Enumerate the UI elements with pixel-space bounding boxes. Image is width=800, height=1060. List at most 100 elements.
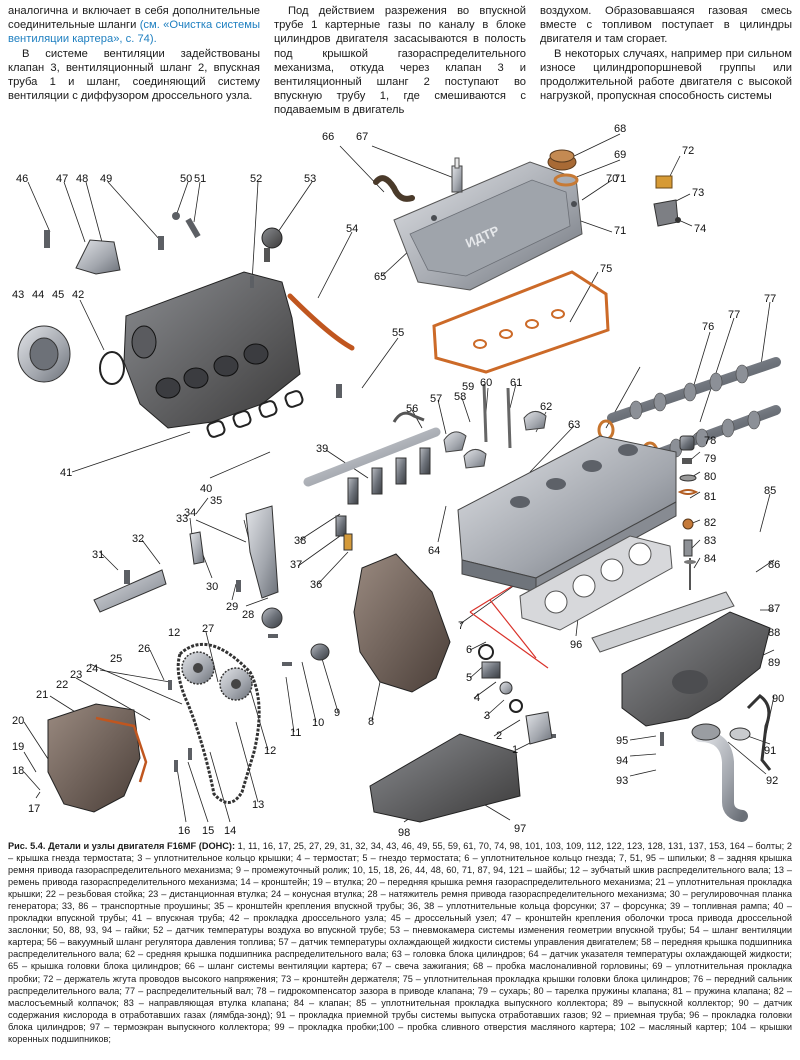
- label-84: 84: [704, 553, 716, 565]
- label-49: 49: [100, 173, 112, 185]
- camshaft-upper: [607, 357, 781, 423]
- label-17: 17: [28, 803, 40, 815]
- head-gasket: [519, 535, 673, 631]
- label-87: 87: [768, 603, 780, 615]
- intake-bracket: [245, 505, 279, 599]
- paragraph: Под действием разрежения во впускной тру…: [274, 5, 526, 117]
- label-28: 28: [242, 609, 254, 621]
- label-75: 75: [600, 263, 612, 275]
- label-83: 83: [704, 535, 716, 547]
- fuel-injectors: [335, 447, 431, 551]
- intake-manifold: [123, 271, 301, 429]
- label-73: 73: [692, 187, 704, 199]
- throttle-gasket: [99, 351, 125, 385]
- label-98: 98: [398, 827, 410, 838]
- label-61: 61: [510, 377, 522, 389]
- label-35: 35: [210, 495, 222, 507]
- valve-cover-gasket: [432, 270, 610, 374]
- small-bolts: [44, 212, 664, 772]
- label-50: 50: [180, 173, 192, 185]
- paragraph: В некоторых случаях, например при сильно…: [540, 47, 792, 103]
- label-63: 63: [568, 419, 580, 431]
- cap-seal: [553, 173, 579, 187]
- intake-gaskets: [206, 390, 304, 438]
- part-labels: 1 2 3 4 5 6 7 8 9 10 11 12 12 13 14 15 1…: [12, 123, 784, 838]
- label-88: 88: [768, 627, 780, 639]
- camshaft-pulleys: [181, 651, 253, 701]
- article-text-columns: аналогична и включает в себя дополнитель…: [8, 4, 792, 124]
- label-33: 33: [176, 513, 188, 525]
- label-37: 37: [290, 559, 302, 571]
- label-1: 1: [512, 744, 518, 756]
- label-18: 18: [12, 765, 24, 777]
- label-80: 80: [704, 471, 716, 483]
- exhaust-gasket: [591, 591, 735, 653]
- leader-lines: [23, 133, 775, 823]
- label-67: 67: [356, 131, 368, 143]
- label-70: 70: [606, 173, 618, 185]
- text-column-1: аналогична и включает в себя дополнитель…: [8, 4, 260, 124]
- label-90: 90: [772, 693, 784, 705]
- label-77a: 77: [728, 309, 740, 321]
- label-16: 16: [178, 825, 190, 837]
- label-65: 65: [374, 271, 386, 283]
- throttle-body: [17, 325, 71, 383]
- label-32: 32: [132, 533, 144, 545]
- label-81: 81: [704, 491, 716, 503]
- label-38: 38: [294, 535, 306, 547]
- down-pipe-gasket: [729, 727, 751, 741]
- label-3: 3: [484, 710, 490, 722]
- cross-reference-link[interactable]: (см. «Очистка системы вентиляции картера…: [8, 19, 260, 46]
- label-95: 95: [616, 735, 628, 747]
- label-53: 53: [304, 173, 316, 185]
- camshaft-lower: [647, 405, 781, 461]
- label-77b: 77: [764, 293, 776, 305]
- paragraph: В системе вентиляции задействованы клапа…: [8, 47, 260, 103]
- oil-filler-cap: [547, 149, 577, 171]
- exhaust-manifold: [621, 611, 771, 727]
- valve-train-parts: [677, 435, 699, 590]
- label-6: 6: [466, 644, 472, 656]
- label-76: 76: [702, 321, 714, 333]
- front-cover-gasket: [95, 716, 148, 783]
- label-20: 20: [12, 715, 24, 727]
- label-14: 14: [224, 825, 236, 837]
- label-91: 91: [764, 745, 776, 757]
- label-71b: 71: [614, 225, 626, 237]
- paragraph: воздухом. Образовавшаяся газовая смесь в…: [540, 5, 792, 46]
- caption-title: Рис. 5.4. Детали и узлы двигателя F16MF …: [8, 841, 236, 851]
- label-89: 89: [768, 657, 780, 669]
- down-pipe: [691, 723, 748, 822]
- label-27: 27: [202, 623, 214, 635]
- text-column-3: воздухом. Образовавшаяся газовая смесь в…: [540, 4, 792, 124]
- label-22: 22: [56, 679, 68, 691]
- belt-tensioner: [261, 607, 283, 629]
- paragraph-text: аналогична и включает в себя дополнитель…: [8, 5, 260, 32]
- label-40: 40: [200, 483, 212, 495]
- label-72: 72: [682, 145, 694, 157]
- label-78: 78: [704, 435, 716, 447]
- label-48: 48: [76, 173, 88, 185]
- cable-bracket: [75, 239, 121, 275]
- valve-cover: ИДТР: [393, 161, 583, 291]
- label-2: 2: [496, 730, 502, 742]
- label-11: 11: [290, 727, 301, 739]
- text-column-2: Под действием разрежения во впускной тру…: [274, 4, 526, 124]
- label-47: 47: [56, 173, 68, 185]
- lambda-sensor: [746, 694, 772, 771]
- label-52: 52: [250, 173, 262, 185]
- label-42: 42: [72, 289, 84, 301]
- label-44: 44: [32, 289, 44, 301]
- label-45: 45: [52, 289, 64, 301]
- label-92: 92: [766, 775, 778, 787]
- front-timing-cover: [47, 703, 141, 813]
- label-60: 60: [480, 377, 492, 389]
- label-26: 26: [138, 643, 150, 655]
- label-29: 29: [226, 601, 238, 613]
- label-56: 56: [406, 403, 418, 415]
- bearing-caps: [443, 383, 547, 469]
- label-24: 24: [86, 663, 98, 675]
- label-5: 5: [466, 672, 472, 684]
- fuel-rail: [303, 411, 441, 487]
- exhaust-heat-shield: [369, 733, 521, 823]
